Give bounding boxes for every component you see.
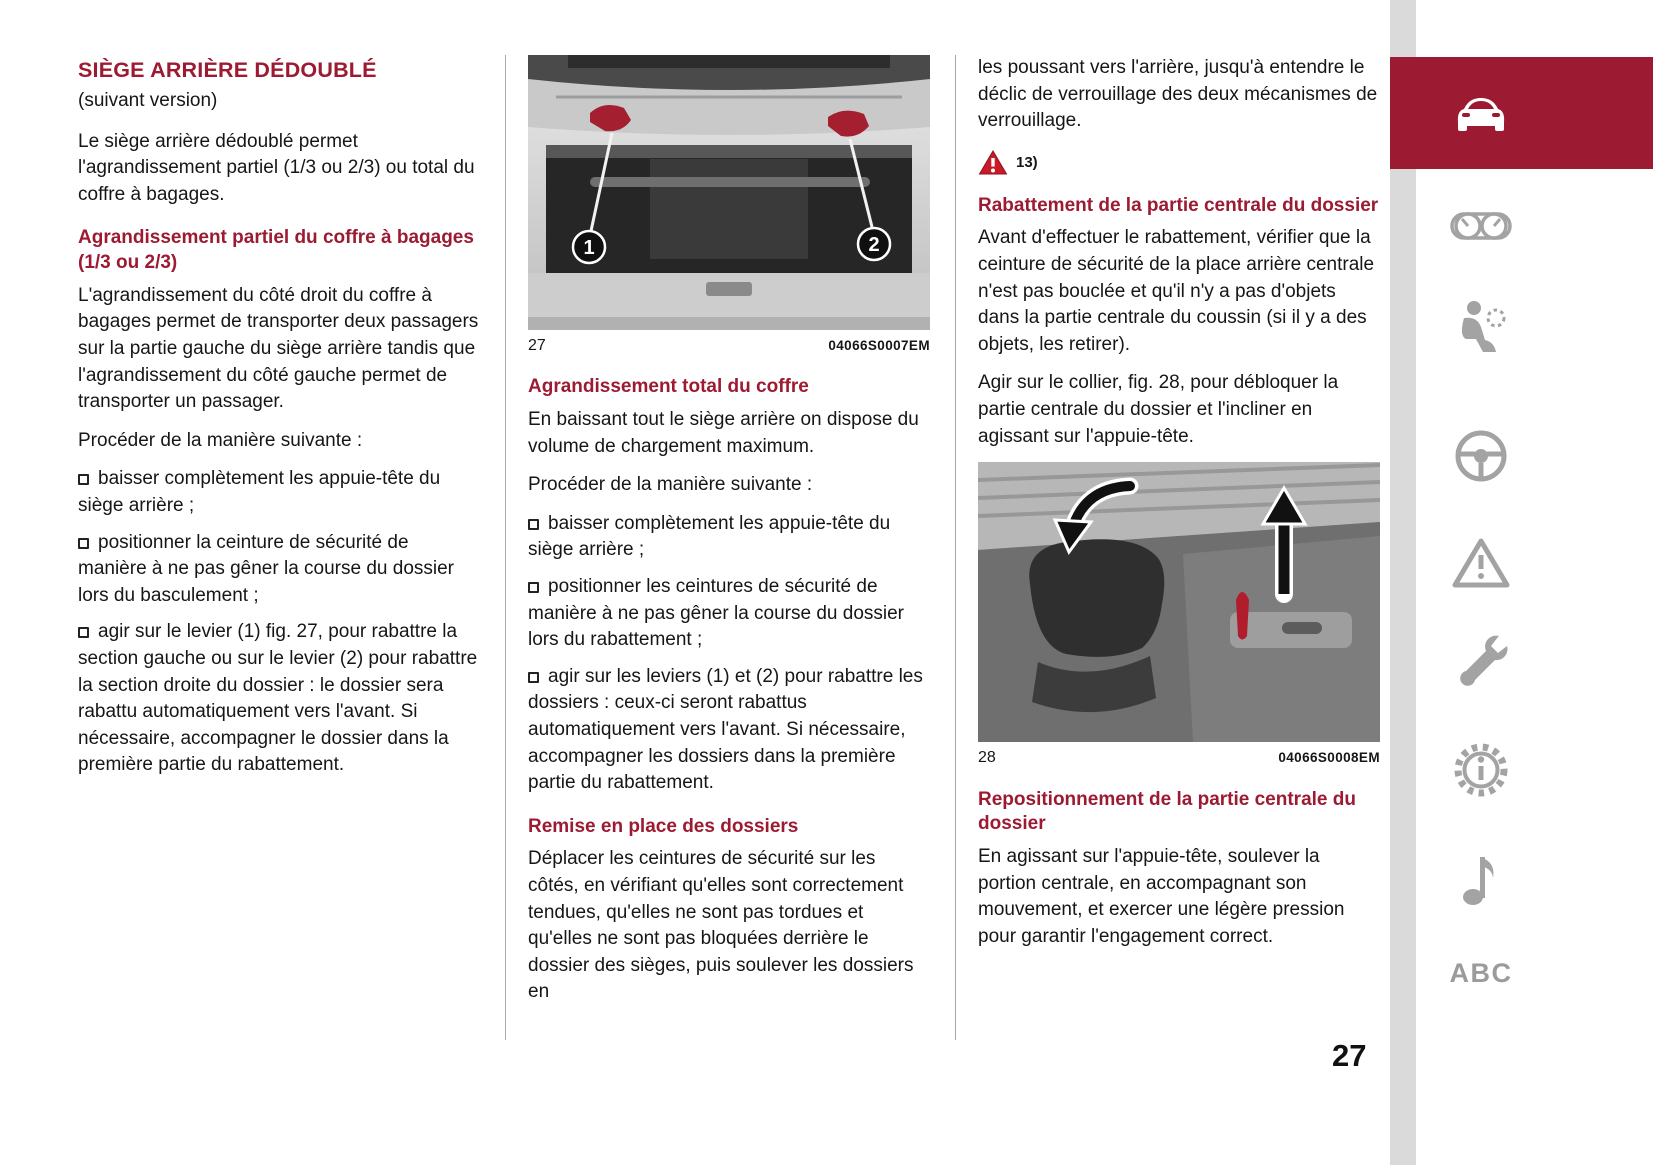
column-1: SIÈGE ARRIÈRE DÉDOUBLÉ (suivant version)… bbox=[78, 55, 480, 789]
column-divider bbox=[505, 55, 506, 1040]
red-lever-right bbox=[828, 110, 869, 137]
square-bullet-icon bbox=[78, 627, 89, 639]
svg-text:1: 1 bbox=[583, 237, 594, 259]
body-paragraph: En baissant tout le siège arrière on dis… bbox=[528, 409, 919, 457]
music-note-icon bbox=[1463, 857, 1494, 905]
svg-text:2: 2 bbox=[868, 234, 879, 256]
section-heading-reposition-central-backrest: Repositionnement de la partie centrale d… bbox=[978, 788, 1356, 835]
procedure-step: positionner la ceinture de sécurité de m… bbox=[78, 531, 455, 606]
body-paragraph: Avant d'effectuer le rabattement, vérifi… bbox=[978, 227, 1375, 355]
figure-27-trunk-levers: 1 2 27 04066S0007EM bbox=[528, 55, 930, 357]
warning-triangle-icon bbox=[1452, 538, 1510, 588]
airbag-icon bbox=[1461, 301, 1506, 352]
sidebar-item-driving[interactable] bbox=[1416, 428, 1546, 484]
continuation-paragraph: les poussant vers l'arrière, jusqu'à ent… bbox=[978, 57, 1378, 132]
square-bullet-icon bbox=[78, 537, 89, 549]
sidebar-item-vehicle[interactable] bbox=[1416, 57, 1546, 169]
section-heading-partial-enlargement: Agrandissement partiel du coffre à bagag… bbox=[78, 227, 474, 274]
sidebar-item-technical-info[interactable] bbox=[1416, 741, 1546, 799]
section-nav-sidebar: ABC bbox=[1390, 0, 1653, 1165]
body-paragraph: L'agrandissement du côté droit du coffre… bbox=[78, 284, 479, 413]
warning-reference: 13) bbox=[978, 149, 1380, 176]
rotate-arrow-head bbox=[1052, 518, 1094, 556]
sidebar-item-multimedia[interactable] bbox=[1416, 849, 1546, 907]
column-3: les poussant vers l'arrière, jusqu'à ent… bbox=[978, 55, 1380, 962]
figure-28-headrest: 28 04066S0008EM bbox=[978, 462, 1380, 769]
procedure-intro: Procéder de la manière suivante : bbox=[78, 429, 363, 451]
warning-number: 13) bbox=[1016, 153, 1038, 171]
column-divider bbox=[955, 55, 956, 1040]
figure-number: 28 bbox=[978, 749, 996, 767]
instrument-cluster-icon bbox=[1450, 212, 1512, 240]
square-bullet-icon bbox=[78, 474, 89, 486]
active-section-tab[interactable] bbox=[1390, 57, 1653, 169]
up-arrow-head bbox=[1260, 485, 1308, 526]
procedure-step: agir sur les leviers (1) et (2) pour rab… bbox=[528, 665, 923, 794]
body-paragraph: En agissant sur l'appuie-tête, soulever … bbox=[978, 845, 1345, 947]
square-bullet-icon bbox=[528, 671, 539, 683]
callout-2 bbox=[856, 226, 892, 262]
procedure-step: positionner les ceintures de sécurité de… bbox=[528, 576, 905, 651]
page-title: SIÈGE ARRIÈRE DÉDOUBLÉ bbox=[78, 58, 377, 82]
figure-number: 27 bbox=[528, 337, 546, 354]
red-collar bbox=[1236, 592, 1249, 640]
body-paragraph: Déplacer les ceintures de sécurité sur l… bbox=[528, 848, 914, 1003]
red-lever-left bbox=[590, 104, 631, 132]
car-front-icon bbox=[1457, 98, 1505, 131]
title-subtitle: (suivant version) bbox=[78, 90, 218, 112]
procedure-step: agir sur le levier (1) fig. 27, pour rab… bbox=[78, 621, 478, 776]
sidebar-item-maintenance[interactable] bbox=[1416, 630, 1546, 686]
figure-28-caption: 28 04066S0008EM bbox=[978, 747, 1380, 769]
section-heading-fold-central-backrest: Rabattement de la partie centrale du dos… bbox=[978, 194, 1379, 216]
steering-wheel-icon bbox=[1455, 430, 1507, 482]
info-gear-icon bbox=[1454, 743, 1508, 797]
procedure-step: baisser complètement les appuie-tête du … bbox=[78, 468, 441, 516]
figure-code: 04066S0008EM bbox=[1278, 750, 1380, 766]
procedure-step: baisser complètement les appuie-tête du … bbox=[528, 512, 891, 561]
column-2: 1 2 27 04066S0007EM Agrandissement total… bbox=[528, 55, 930, 1018]
warning-triangle-red-icon bbox=[978, 149, 1008, 175]
figure-code: 04066S0007EM bbox=[828, 338, 930, 353]
callout-1 bbox=[571, 229, 607, 265]
sidebar-item-instruments[interactable] bbox=[1416, 204, 1546, 248]
body-paragraph: Agir sur le collier, fig. 28, pour déblo… bbox=[978, 372, 1339, 447]
abc-index-label: ABC bbox=[1449, 958, 1513, 988]
sidebar-item-emergency[interactable] bbox=[1416, 537, 1546, 589]
sidebar-item-index[interactable]: ABC bbox=[1416, 958, 1546, 989]
section-heading-total-enlargement: Agrandissement total du coffre bbox=[528, 376, 809, 398]
square-bullet-icon bbox=[528, 582, 539, 594]
procedure-intro: Procéder de la manière suivante : bbox=[528, 474, 813, 496]
page-number: 27 bbox=[1332, 1038, 1367, 1073]
figure-27-caption: 27 04066S0007EM bbox=[528, 335, 930, 357]
sidebar-gray-strip bbox=[1390, 0, 1416, 1165]
headrest bbox=[1029, 539, 1165, 658]
sidebar-item-safety[interactable] bbox=[1416, 298, 1546, 356]
wrench-icon bbox=[1460, 635, 1508, 686]
intro-paragraph: Le siège arrière dédoublé permet l'agran… bbox=[78, 130, 475, 205]
square-bullet-icon bbox=[528, 518, 539, 530]
section-heading-reinstall-backrests: Remise en place des dossiers bbox=[528, 815, 799, 837]
